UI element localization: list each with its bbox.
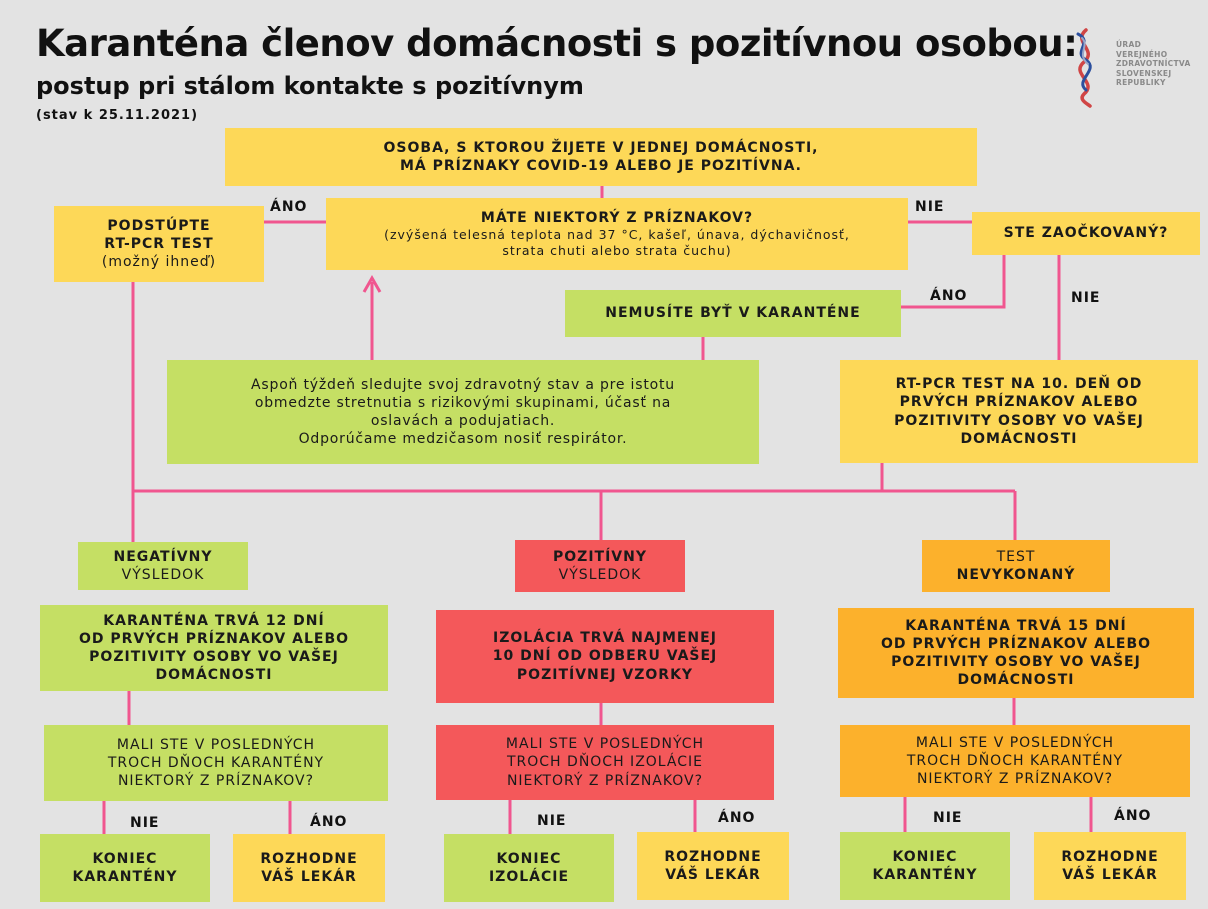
status-date: (stav k 25.11.2021) xyxy=(36,108,199,123)
node-positive-result: POZITÍVNY VÝSLEDOK xyxy=(515,540,685,592)
node-ask-symptoms-quarantine-left: MALI STE V POSLEDNÝCH TROCH DŇOCH KARANT… xyxy=(44,725,388,801)
node-vaccinated-question: STE ZAOČKOVANÝ? xyxy=(972,212,1200,255)
edge-label-mid-yes: ÁNO xyxy=(718,810,756,826)
node-ask-symptoms-quarantine-right: MALI STE V POSLEDNÝCH TROCH DŇOCH KARANT… xyxy=(840,725,1190,797)
institution-logo-text: ÚRAD VEREJNÉHO ZDRAVOTNÍCTVA SLOVENSKEJ … xyxy=(1116,40,1191,87)
node-quarantine-12-days: KARANTÉNA TRVÁ 12 DNÍ OD PRVÝCH PRÍZNAKO… xyxy=(40,605,388,691)
node-no-quarantine: NEMUSÍTE BYŤ V KARANTÉNE xyxy=(565,290,901,337)
node-end-quarantine-right: KONIEC KARANTÉNY xyxy=(840,832,1010,900)
connector-vaccinated-yes xyxy=(901,255,1006,309)
node-rtpcr-day10: RT-PCR TEST NA 10. DEŇ OD PRVÝCH PRÍZNAK… xyxy=(840,360,1198,463)
node-test-not-done: TEST NEVYKONANÝ xyxy=(922,540,1110,592)
edge-label-left-no: NIE xyxy=(130,815,160,831)
node-symptoms-question: MÁTE NIEKTORÝ Z PRÍZNAKOV? (zvýšená tele… xyxy=(326,198,908,270)
edge-label-right-no: NIE xyxy=(933,810,963,826)
edge-label-left-yes: ÁNO xyxy=(310,814,348,830)
page-title: Karanténa členov domácnosti s pozitívnou… xyxy=(36,22,1078,65)
node-end-quarantine-left: KONIEC KARANTÉNY xyxy=(40,834,210,902)
arrowhead xyxy=(362,274,382,293)
edge-label-yes-rtpcr: ÁNO xyxy=(270,199,308,215)
institution-logo-icon xyxy=(1076,28,1092,108)
node-negative-result: NEGATÍVNY VÝSLEDOK xyxy=(78,542,248,590)
node-doctor-decides-mid: ROZHODNE VÁŠ LEKÁR xyxy=(637,832,789,900)
edge-label-mid-no: NIE xyxy=(537,813,567,829)
node-doctor-decides-left: ROZHODNE VÁŠ LEKÁR xyxy=(233,834,385,902)
node-doctor-decides-right: ROZHODNE VÁŠ LEKÁR xyxy=(1034,832,1186,900)
edge-label-yes-vaccinated: ÁNO xyxy=(930,288,968,304)
node-end-isolation: KONIEC IZOLÁCIE xyxy=(444,834,614,902)
edge-label-no-not-vaccinated: NIE xyxy=(1071,290,1101,306)
node-monitor-health: Aspoň týždeň sledujte svoj zdravotný sta… xyxy=(167,360,759,464)
edge-label-right-yes: ÁNO xyxy=(1114,808,1152,824)
node-household-positive: OSOBA, S KTOROU ŽIJETE V JEDNEJ DOMÁCNOS… xyxy=(225,128,977,186)
page-subtitle: postup pri stálom kontakte s pozitívnym xyxy=(36,72,584,100)
node-quarantine-15-days: KARANTÉNA TRVÁ 15 DNÍ OD PRVÝCH PRÍZNAKO… xyxy=(838,608,1194,698)
edge-label-no-vaccinated: NIE xyxy=(915,199,945,215)
node-isolation-10-days: IZOLÁCIA TRVÁ NAJMENEJ 10 DNÍ OD ODBERU … xyxy=(436,610,774,703)
node-rtpcr-test: PODSTÚPTE RT-PCR TEST (možný ihneď) xyxy=(54,206,264,282)
node-ask-symptoms-isolation: MALI STE V POSLEDNÝCH TROCH DŇOCH IZOLÁC… xyxy=(436,725,774,800)
